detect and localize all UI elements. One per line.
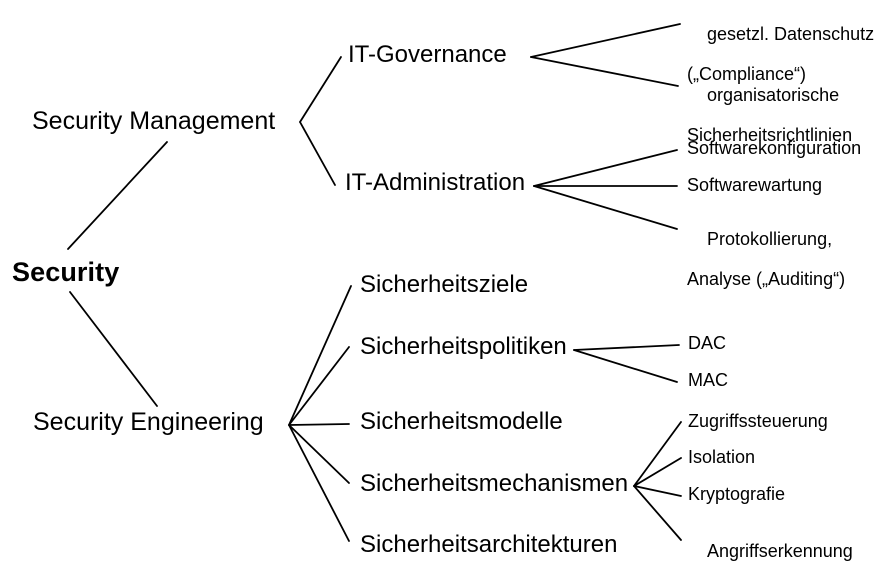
node-protokollierung-analyse-line1: Protokollierung, bbox=[707, 229, 833, 250]
node-gesetzl-datenschutz-line2: („Compliance“) bbox=[687, 64, 807, 85]
edge-engineering-to-sicherheitsarchitekturen bbox=[288, 424, 350, 542]
edge-administration-to-protokollierung bbox=[533, 185, 678, 230]
node-protokollierung-analyse[interactable]: Protokollierung, Analyse („Auditing“) bbox=[687, 209, 845, 330]
edge-mechanismen-to-isolation bbox=[633, 457, 682, 487]
edge-politiken-to-dac bbox=[573, 344, 680, 351]
edge-administration-to-softwarekonfiguration bbox=[533, 149, 678, 187]
edge-politiken-to-mac bbox=[573, 349, 678, 383]
edge-security-to-security-management bbox=[67, 141, 168, 250]
node-mac[interactable]: MAC bbox=[688, 370, 728, 390]
edge-governance-to-richtlinien bbox=[530, 56, 679, 87]
edge-governance-to-datenschutz bbox=[530, 23, 681, 58]
node-softwarewartung[interactable]: Softwarewartung bbox=[687, 175, 823, 195]
node-angriffserkennung[interactable]: Angriffserkennung (Intrusion Detection) bbox=[688, 521, 853, 578]
edge-security-to-security-engineering bbox=[69, 291, 158, 407]
edge-mechanismen-to-zugriffssteuerung bbox=[633, 421, 682, 487]
edge-management-to-it-administration bbox=[299, 121, 336, 186]
node-it-governance[interactable]: IT-Governance bbox=[348, 41, 507, 68]
edge-mechanismen-to-angriffserkennung bbox=[633, 485, 682, 541]
node-zugriffssteuerung[interactable]: Zugriffssteuerung bbox=[688, 411, 828, 431]
node-softwarekonfiguration[interactable]: Softwarekonfiguration bbox=[687, 138, 862, 158]
node-gesetzl-datenschutz[interactable]: gesetzl. Datenschutz („Compliance“) bbox=[687, 4, 874, 125]
edge-engineering-to-sicherheitsmodelle bbox=[288, 423, 350, 426]
edge-engineering-to-sicherheitsmechanismen bbox=[288, 424, 350, 484]
node-sicherheitsmechanismen[interactable]: Sicherheitsmechanismen bbox=[360, 470, 629, 497]
node-security-root[interactable]: Security bbox=[12, 257, 120, 287]
node-angriffserkennung-line1: Angriffserkennung bbox=[707, 541, 853, 562]
edge-management-to-it-governance bbox=[299, 56, 342, 123]
node-organisatorische-sicherheitsrichtlinien[interactable]: organisatorische Sicherheitsrichtlinien bbox=[687, 65, 852, 186]
edge-engineering-to-sicherheitspolitiken bbox=[288, 346, 350, 426]
node-dac[interactable]: DAC bbox=[688, 333, 727, 353]
node-sicherheitsziele[interactable]: Sicherheitsziele bbox=[360, 271, 529, 298]
node-organisatorische-sicherheitsrichtlinien-line2: Sicherheitsrichtlinien bbox=[687, 125, 853, 146]
node-isolation[interactable]: Isolation bbox=[688, 447, 756, 467]
node-sicherheitsmodelle[interactable]: Sicherheitsmodelle bbox=[360, 408, 563, 435]
node-gesetzl-datenschutz-line1: gesetzl. Datenschutz bbox=[707, 24, 875, 45]
edge-engineering-to-sicherheitsziele bbox=[288, 285, 352, 426]
node-organisatorische-sicherheitsrichtlinien-line1: organisatorische bbox=[707, 85, 840, 106]
node-security-engineering[interactable]: Security Engineering bbox=[33, 408, 264, 436]
node-security-management[interactable]: Security Management bbox=[32, 107, 276, 135]
node-protokollierung-analyse-line2: Analyse („Auditing“) bbox=[687, 269, 846, 290]
node-kryptografie[interactable]: Kryptografie bbox=[688, 484, 786, 504]
edge-mechanismen-to-kryptografie bbox=[633, 485, 682, 497]
node-it-administration[interactable]: IT-Administration bbox=[345, 169, 526, 196]
node-sicherheitspolitiken[interactable]: Sicherheitspolitiken bbox=[360, 333, 567, 360]
node-sicherheitsarchitekturen[interactable]: Sicherheitsarchitekturen bbox=[360, 531, 618, 558]
